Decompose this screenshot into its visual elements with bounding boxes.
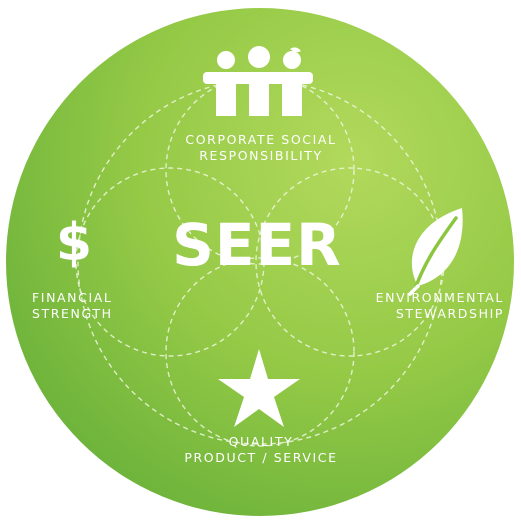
corporate-social-responsibility-label: CORPORATE SOCIAL RESPONSIBILITY (150, 132, 372, 164)
label-line-1: FINANCIAL (32, 290, 113, 305)
label-line-2: PRODUCT / SERVICE (184, 450, 338, 465)
venn-circle-left (75, 167, 265, 357)
label-line-2: STEWARDSHIP (395, 306, 504, 321)
label-line-1: CORPORATE SOCIAL (185, 132, 337, 147)
star-icon (218, 349, 300, 427)
label-line-1: ENVIRONMENTAL (375, 290, 504, 305)
environmental-stewardship-label: ENVIRONMENTAL STEWARDSHIP (344, 290, 504, 322)
dollar-icon: $ (55, 213, 93, 273)
label-line-2: STRENGTH (32, 306, 113, 321)
label-line-2: RESPONSIBILITY (199, 148, 323, 163)
venn-circle-bottom (165, 257, 355, 447)
label-line-1: QUALITY (228, 434, 294, 449)
quality-product-service-label: QUALITY PRODUCT / SERVICE (150, 434, 372, 466)
leaf-icon (408, 208, 463, 296)
center-title: SEER (172, 211, 342, 279)
people-icon (203, 46, 313, 116)
financial-strength-label: FINANCIAL STRENGTH (32, 290, 113, 322)
background-circle (6, 8, 514, 516)
